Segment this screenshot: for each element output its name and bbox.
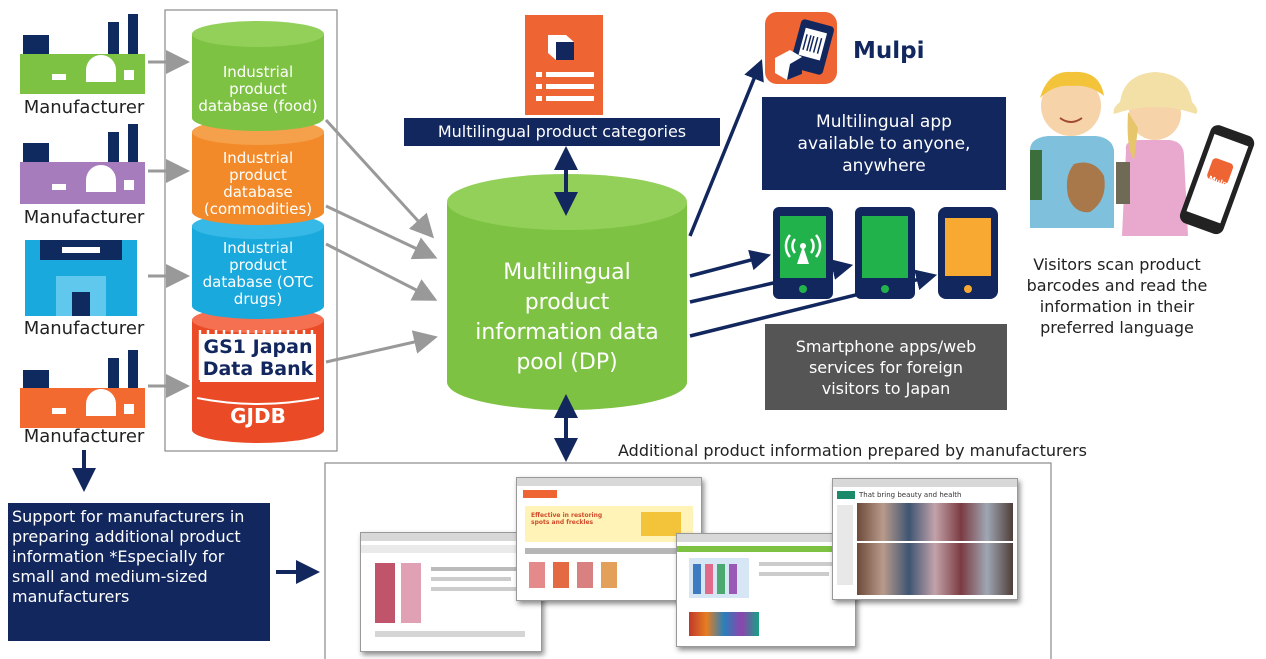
arrow-pool-to-app <box>688 59 764 237</box>
smartphone-services-label: Smartphone apps/web services for foreign… <box>795 336 977 398</box>
factory-icon-gjdb <box>20 350 145 428</box>
app-description: Multilingual app available to anyone, an… <box>797 111 971 176</box>
smartphone-icon-1 <box>773 207 833 299</box>
screenshot-4-headline: That bring beauty and health <box>859 491 962 499</box>
gjdb-abbr: GJDB <box>230 404 286 428</box>
smartphone-services-box: Smartphone apps/web services for foreign… <box>765 324 1007 410</box>
website-screenshot-2: Effective in restoring spots and freckle… <box>516 477 702 601</box>
support-box: Support for manufacturers in preparing a… <box>8 503 270 641</box>
additional-info-label: Additional product information prepared … <box>618 441 1087 460</box>
screenshot-2-headline: Effective in restoring spots and freckle… <box>531 512 603 526</box>
arrow-pool-to-phone-1 <box>689 249 772 278</box>
smartphone-icon-2 <box>855 207 915 299</box>
arrow-commodities-to-pool <box>325 204 438 260</box>
data-pool-label: Multilingual product information data po… <box>475 260 659 375</box>
arrow-food-to-pool <box>324 118 435 239</box>
arrow-gjdb-to-pool <box>325 330 438 364</box>
app-description-box: Multilingual app available to anyone, an… <box>762 97 1006 190</box>
factory-icon-drugs <box>25 240 137 316</box>
mulpi-app-icon <box>765 12 837 84</box>
gjdb-title-line2: Data Bank <box>202 358 314 380</box>
screenshots-frame <box>324 462 1052 659</box>
website-screenshot-3 <box>676 533 856 647</box>
visitors-illustration <box>1030 71 1255 236</box>
manufacturer-label-1: Manufacturer <box>23 97 145 118</box>
db-label-commodities: Industrial product database (commodities… <box>203 149 313 218</box>
app-name: Mulpi <box>853 38 925 64</box>
manufacturer-label-3: Manufacturer <box>23 318 145 339</box>
gjdb-cylinder <box>192 307 324 443</box>
gjdb-title: GS1 Japan Data Bank <box>200 336 316 380</box>
manufacturer-label-2: Manufacturer <box>23 207 145 228</box>
categories-box: Multilingual product categories <box>404 118 720 146</box>
db-cylinder-food <box>192 21 324 131</box>
db-label-drugs: Industrial product database (OTC drugs) <box>202 239 314 308</box>
website-screenshot-4: That bring beauty and health <box>832 478 1018 600</box>
factory-icon-food <box>20 14 145 94</box>
db-label-food: Industrial product database (food) <box>198 63 318 115</box>
factory-icon-commodities <box>20 124 145 204</box>
visitors-label: Visitors scan product barcodes and read … <box>1026 255 1208 337</box>
gjdb-title-line1: GS1 Japan <box>203 336 313 358</box>
arrow-drugs-to-pool <box>325 242 438 301</box>
document-icon <box>525 15 603 115</box>
database-group-frame <box>164 9 338 452</box>
smartphone-icon-3 <box>938 207 998 299</box>
manufacturer-label-4: Manufacturer <box>23 426 145 447</box>
website-screenshot-1 <box>360 532 542 652</box>
